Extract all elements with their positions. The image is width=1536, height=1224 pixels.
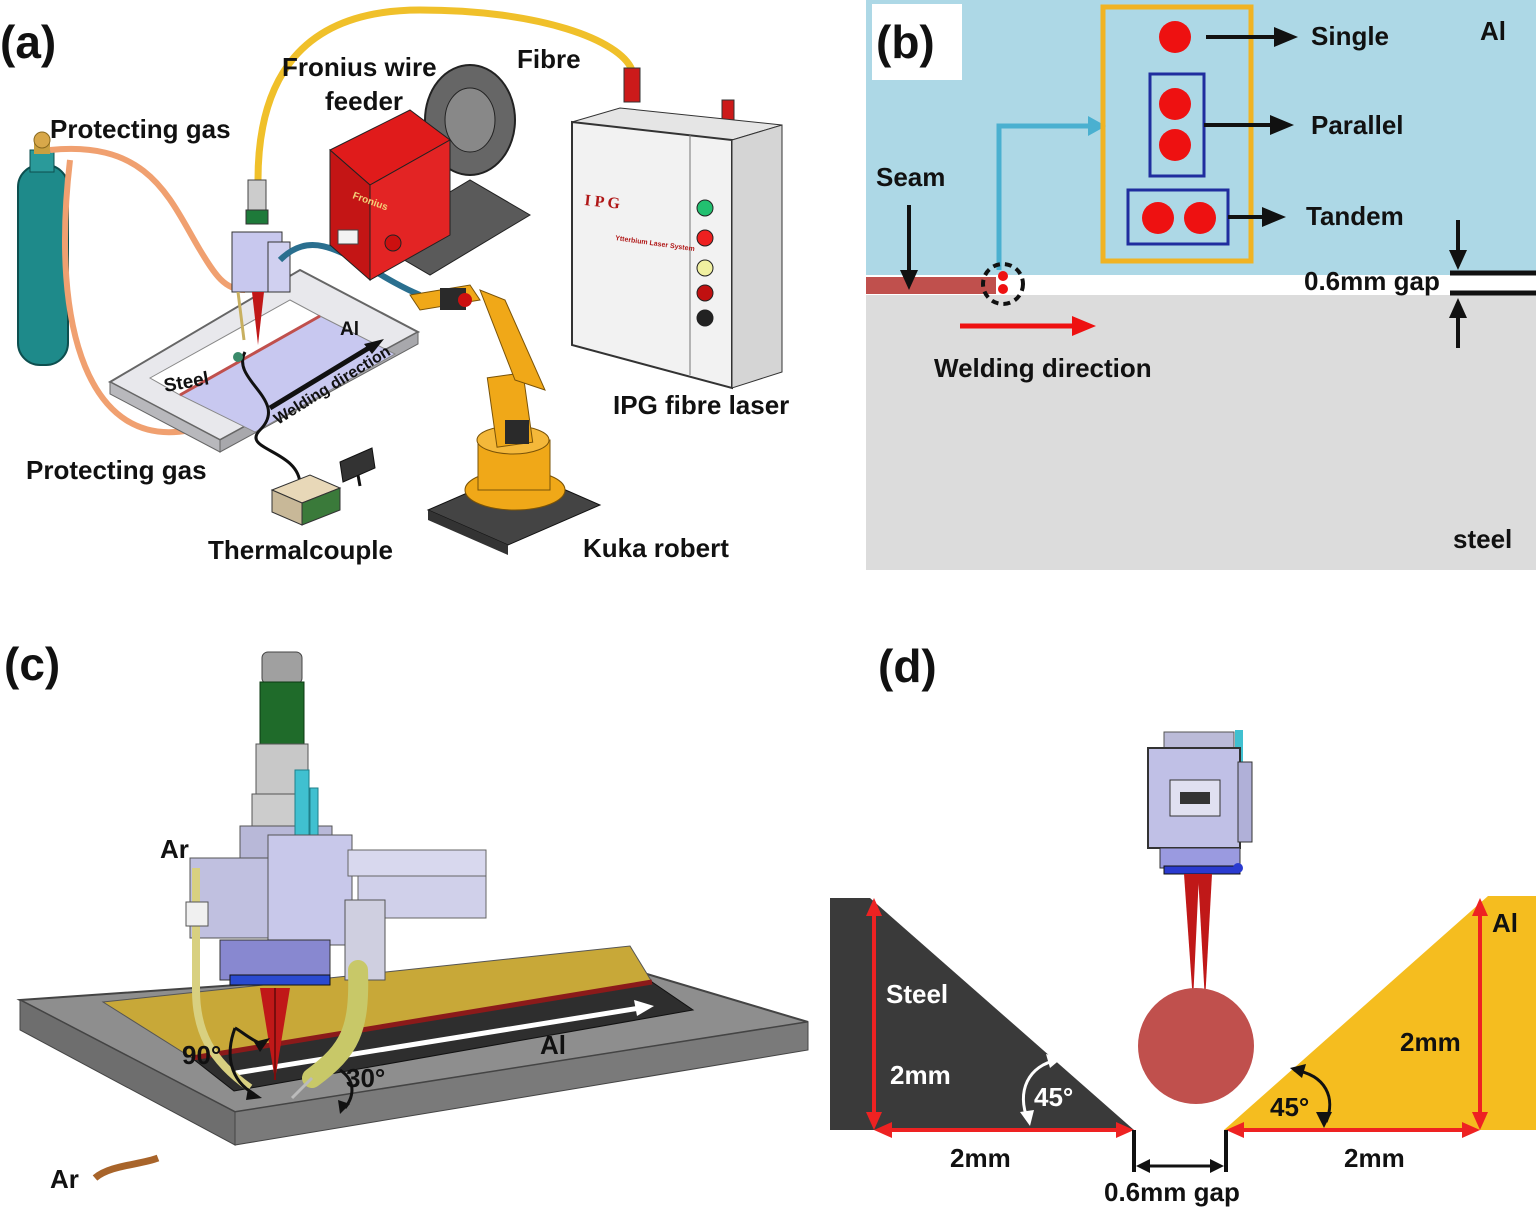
gas-hose-top: [49, 145, 246, 293]
steel-label: steel: [625, 1083, 688, 1121]
al-label: Al: [1480, 16, 1506, 46]
single-dot: [1159, 21, 1191, 53]
gas-hose-bottom: [62, 159, 191, 435]
steel-label: steel: [1453, 524, 1512, 554]
ar-hose: [92, 1154, 160, 1181]
panel-b-drawing: (b) Seam Single Parallel Tandem Al 0.6mm…: [866, 0, 1536, 570]
panel-a-label: (a): [0, 16, 56, 68]
laser-head-icon: [231, 179, 291, 345]
al-label: Al: [540, 1030, 566, 1060]
protecting-gas-bottom-label: Protecting gas: [26, 455, 207, 485]
single-label: Single: [1311, 21, 1389, 51]
welding-arrow: [235, 1005, 641, 1076]
focus-circle: [981, 262, 1025, 306]
wire-feeder-icon: Fronius: [329, 64, 531, 282]
seam-line: [191, 979, 653, 1061]
weld-pool: [1138, 988, 1254, 1104]
thermocouple-box-icon: [270, 474, 342, 526]
laser-head-icon: [1147, 730, 1253, 1002]
al-angle-label: 45°: [1270, 1092, 1309, 1122]
panel-a-drawing: (a) Steel Al Welding direction: [0, 6, 789, 565]
kuka-robot-icon: [409, 284, 602, 555]
laser-head-icon: [189, 651, 487, 1080]
fibre-cable: [254, 6, 636, 181]
parallel-label: Parallel: [1311, 110, 1404, 140]
zoom-connector: [996, 123, 1091, 270]
gap-label: 0.6mm gap: [1104, 1177, 1240, 1207]
ipg-door-text: I P G: [584, 192, 622, 213]
angle-90-arc: [228, 1027, 255, 1096]
fronius-label-2: feeder: [325, 86, 403, 116]
al-height-label: 2mm: [1400, 1027, 1461, 1057]
kuka-label: Kuka robert: [583, 533, 729, 563]
al-width-label: 2mm: [1344, 1143, 1405, 1173]
ipg-label: IPG fibre laser: [613, 390, 789, 420]
steel-label: Steel: [886, 979, 948, 1009]
panel-d: (d) Steel 2mm 2mm 45° Al 2mm 2mm 45°: [830, 610, 1536, 1224]
panel-a: (a) Steel Al Welding direction: [0, 0, 860, 580]
steel-wedge: [830, 898, 1134, 1130]
fronius-label-1: Fronius wire: [282, 52, 437, 82]
panel-d-label: (d): [878, 640, 937, 692]
seam-bar: [866, 277, 996, 294]
steel-angle-label: 45°: [1034, 1082, 1073, 1112]
welding-direction-label: Welding direction: [934, 353, 1152, 383]
monitor-icon: [339, 447, 376, 487]
protecting-gas-top-label: Protecting gas: [50, 114, 231, 144]
angle-90-label: 90°: [182, 1040, 221, 1070]
fibre-connector: [623, 67, 641, 103]
thermocouple-wire: [241, 351, 302, 486]
al-label: Al: [1492, 908, 1518, 938]
thermocouple-label: Thermalcouple: [208, 535, 393, 565]
ipg-laser-cabinet-icon: I P G Ytterbium Laser System: [571, 107, 783, 390]
panel-c: (c) Welding direction steel Al Ar Ar: [0, 610, 830, 1224]
config-frame: [1100, 4, 1254, 264]
gas-cylinder-icon: [17, 131, 69, 366]
panel-b-label: (b): [876, 16, 935, 68]
panel-d-drawing: (d) Steel 2mm 2mm 45° Al 2mm 2mm 45°: [830, 640, 1536, 1207]
seam-label: Seam: [876, 162, 945, 192]
al-label: Al: [340, 319, 359, 340]
wire-nozzle: [302, 960, 369, 1088]
steel-height-label: 2mm: [890, 1060, 951, 1090]
tandem-label: Tandem: [1306, 201, 1404, 231]
ar-bottom-label: Ar: [50, 1164, 79, 1194]
steel-region: [866, 295, 1536, 570]
angle-30-label: 30°: [346, 1063, 385, 1093]
fibre-label: Fibre: [517, 44, 581, 74]
panel-b: (b) Seam Single Parallel Tandem Al 0.6mm…: [866, 0, 1536, 570]
gap-region: [866, 275, 1536, 295]
panel-c-drawing: (c) Welding direction steel Al Ar Ar: [4, 638, 809, 1194]
steel-width-label: 2mm: [950, 1143, 1011, 1173]
ar-top-label: Ar: [160, 834, 189, 864]
panel-c-label: (c): [4, 638, 60, 690]
gap-label: 0.6mm gap: [1304, 266, 1440, 296]
